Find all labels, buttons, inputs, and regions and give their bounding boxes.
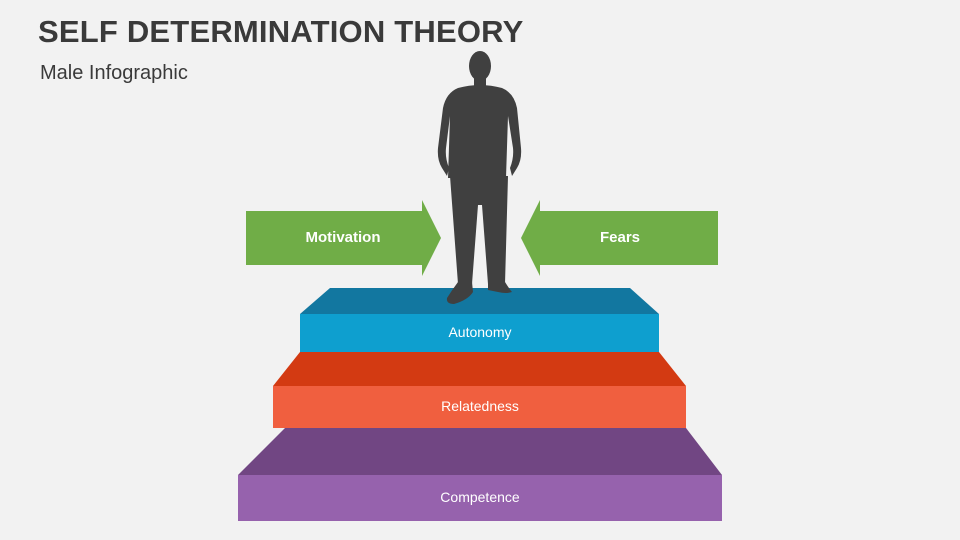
step-autonomy: Autonomy	[300, 288, 659, 352]
step-autonomy-front	[300, 314, 659, 352]
step-relatedness-top	[273, 352, 686, 386]
fears-arrow-shape	[521, 200, 718, 276]
step-autonomy-top	[300, 288, 659, 314]
step-autonomy-label: Autonomy	[448, 324, 511, 340]
step-relatedness-label: Relatedness	[441, 398, 519, 414]
step-competence-top	[238, 428, 722, 475]
fears-arrow: Fears	[521, 200, 718, 276]
step-competence-front	[238, 475, 722, 521]
motivation-arrow-shape	[246, 200, 441, 276]
motivation-label: Motivation	[306, 229, 381, 246]
motivation-arrow: Motivation	[246, 200, 441, 276]
step-relatedness: Relatedness	[273, 352, 686, 428]
fears-label: Fears	[600, 229, 640, 246]
page-subtitle: Male Infographic	[40, 62, 188, 84]
businessman-silhouette-icon	[437, 51, 522, 304]
step-competence-label: Competence	[440, 489, 520, 505]
page-title: SELF DETERMINATION THEORY	[38, 14, 524, 49]
step-relatedness-front	[273, 386, 686, 428]
step-competence: Competence	[238, 428, 722, 521]
